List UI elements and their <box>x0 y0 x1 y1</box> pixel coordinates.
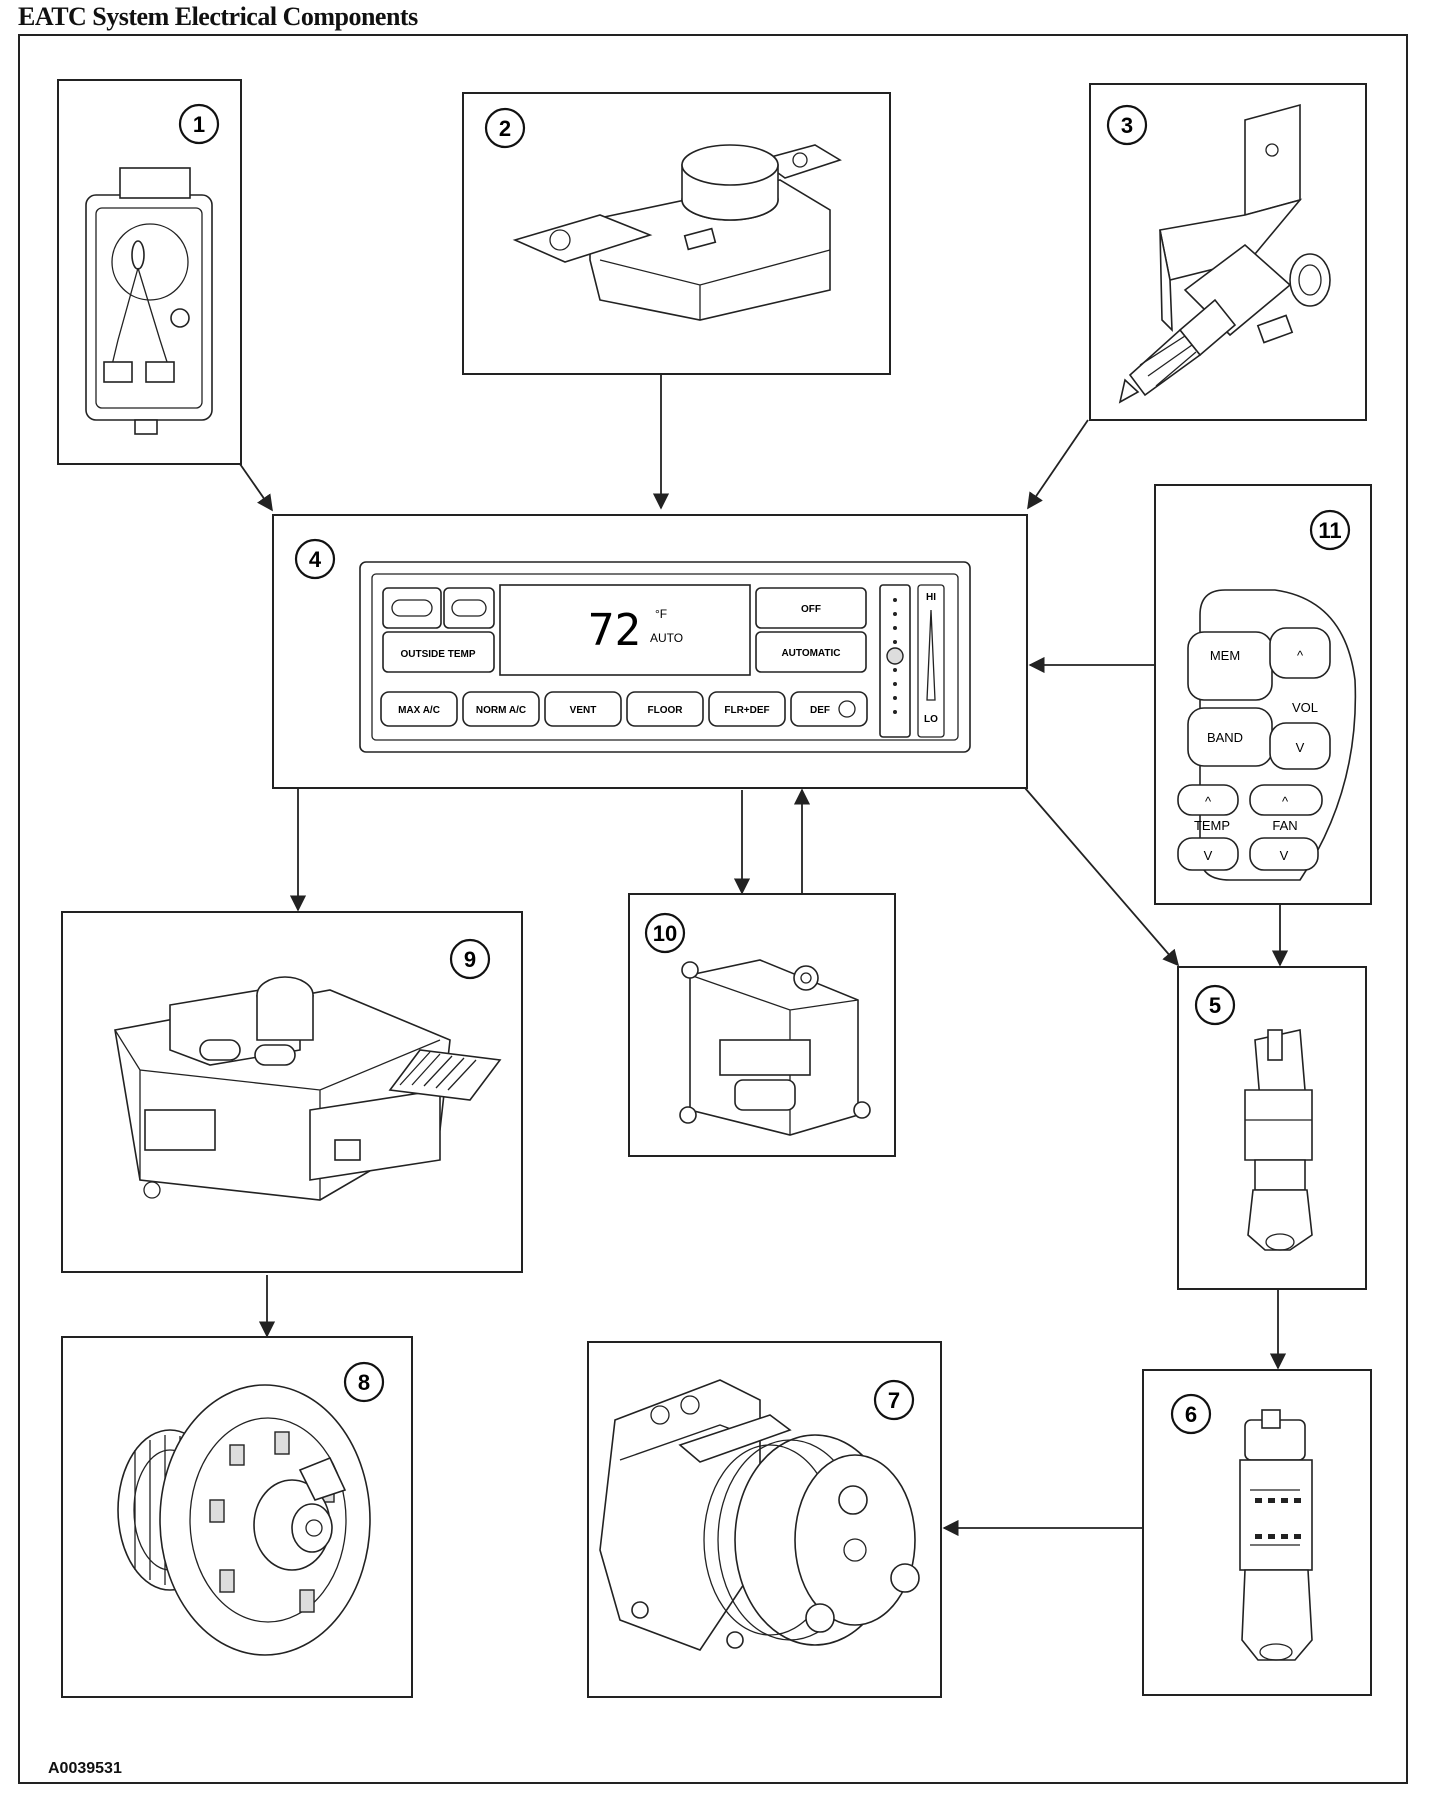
component-11: 11 MEM BAND ^ VOL V ^ TEMP V ^ FAN V <box>1154 484 1372 905</box>
floor-defrost-label: FLR+DEF <box>724 705 769 716</box>
climate-control-panel: OUTSIDE TEMP 72 °F AUTO OFF AUTOMATIC MA… <box>359 561 971 753</box>
fan-speed-scale <box>917 584 945 738</box>
fan-speed-ticks <box>893 598 897 714</box>
temp-label: TEMP <box>1194 818 1230 833</box>
component-1-illustration <box>85 167 213 435</box>
component-10-illustration <box>679 959 871 1136</box>
component-3-illustration <box>1118 103 1331 404</box>
outside-temp-button[interactable] <box>382 631 495 673</box>
fresh-air-icon <box>451 599 487 617</box>
vent-label: VENT <box>570 705 597 716</box>
arrow-4-to-5 <box>1024 787 1180 967</box>
page-title: EATC System Electrical Components <box>18 2 418 31</box>
floor-defrost-button[interactable] <box>708 691 786 727</box>
automatic-button[interactable] <box>755 631 867 673</box>
temp-down-button[interactable] <box>1177 837 1239 871</box>
component-11-number: 11 <box>1318 518 1341 543</box>
fan-down-icon: V <box>1280 848 1289 863</box>
off-label: OFF <box>801 604 821 615</box>
component-10: 10 <box>628 893 896 1157</box>
arrow-3-to-4 <box>1027 419 1089 510</box>
max-ac-label: MAX A/C <box>398 705 440 716</box>
volume-down-button[interactable] <box>1269 722 1331 770</box>
vent-button[interactable] <box>544 691 622 727</box>
component-5-number: 5 <box>1209 993 1221 1018</box>
floor-button[interactable] <box>626 691 704 727</box>
component-9: 9 <box>61 911 523 1273</box>
recirc-icon <box>391 599 433 617</box>
component-6-number: 6 <box>1185 1402 1197 1427</box>
component-7: 7 <box>587 1341 942 1698</box>
temp-down-icon: V <box>1204 848 1213 863</box>
component-4-number: 4 <box>309 547 322 572</box>
fan-slider-knob[interactable] <box>886 647 904 665</box>
temperature-display <box>499 584 751 676</box>
component-9-number: 9 <box>464 947 476 972</box>
fan-lo-label: LO <box>924 714 938 725</box>
volume-down-icon: V <box>1296 740 1305 755</box>
fan-speed-wedge-icon <box>926 609 936 701</box>
fan-up-icon: ^ <box>1282 794 1289 809</box>
component-3: 3 <box>1089 83 1367 421</box>
component-8-illustration <box>117 1384 371 1656</box>
fan-hi-label: HI <box>926 592 936 603</box>
component-6-dashes <box>1255 1498 1301 1539</box>
outside-temp-label: OUTSIDE TEMP <box>400 649 475 660</box>
volume-up-button[interactable] <box>1269 627 1331 679</box>
component-8-number: 8 <box>358 1370 370 1395</box>
component-10-number: 10 <box>653 921 677 946</box>
max-ac-button[interactable] <box>380 691 458 727</box>
volume-up-icon: ^ <box>1297 648 1304 663</box>
floor-label: FLOOR <box>648 705 684 716</box>
component-2-illustration <box>512 144 842 321</box>
windshield-icon <box>838 700 856 718</box>
connection-arrows <box>239 375 1289 1537</box>
component-1: 1 <box>57 79 242 465</box>
component-3-number: 3 <box>1121 113 1133 138</box>
component-5-illustration <box>1244 1029 1313 1251</box>
display-temperature: 72 <box>588 605 641 656</box>
norm-ac-button[interactable] <box>462 691 540 727</box>
recirc-button[interactable] <box>382 587 442 629</box>
arrow-1-to-4 <box>239 463 273 512</box>
fan-label: FAN <box>1272 818 1297 833</box>
component-6: 6 <box>1142 1369 1372 1696</box>
component-6-illustration <box>1239 1409 1313 1661</box>
temp-up-button[interactable] <box>1177 784 1239 816</box>
off-button[interactable] <box>755 587 867 629</box>
component-2-number: 2 <box>499 116 511 141</box>
diagram-frame <box>18 34 1408 1784</box>
display-unit: °F <box>655 607 667 621</box>
mem-label: MEM <box>1210 648 1240 663</box>
fresh-air-button[interactable] <box>443 587 495 629</box>
band-label: BAND <box>1207 730 1243 745</box>
fan-down-button[interactable] <box>1249 837 1319 871</box>
defrost-label: DEF <box>810 705 830 716</box>
component-2: 2 <box>462 92 891 375</box>
component-9-illustration <box>114 976 502 1201</box>
norm-ac-label: NORM A/C <box>476 705 526 716</box>
component-7-number: 7 <box>888 1388 900 1413</box>
steering-control-pad: MEM BAND ^ VOL V ^ TEMP V ^ FAN V <box>1177 589 1357 881</box>
component-4: 4 OUTSIDE TEMP 72 °F AUTO OFF AUTOMATIC … <box>272 514 1028 789</box>
component-7-illustration <box>599 1379 920 1651</box>
temp-up-icon: ^ <box>1205 794 1212 809</box>
component-8: 8 <box>61 1336 413 1698</box>
figure-id: A0039531 <box>48 1760 122 1777</box>
component-1-number: 1 <box>193 112 205 137</box>
mem-button[interactable] <box>1187 631 1273 701</box>
fan-up-button[interactable] <box>1249 784 1323 816</box>
component-5: 5 <box>1177 966 1367 1290</box>
automatic-label: AUTOMATIC <box>781 648 840 659</box>
display-mode: AUTO <box>650 631 683 645</box>
volume-label: VOL <box>1292 700 1318 715</box>
